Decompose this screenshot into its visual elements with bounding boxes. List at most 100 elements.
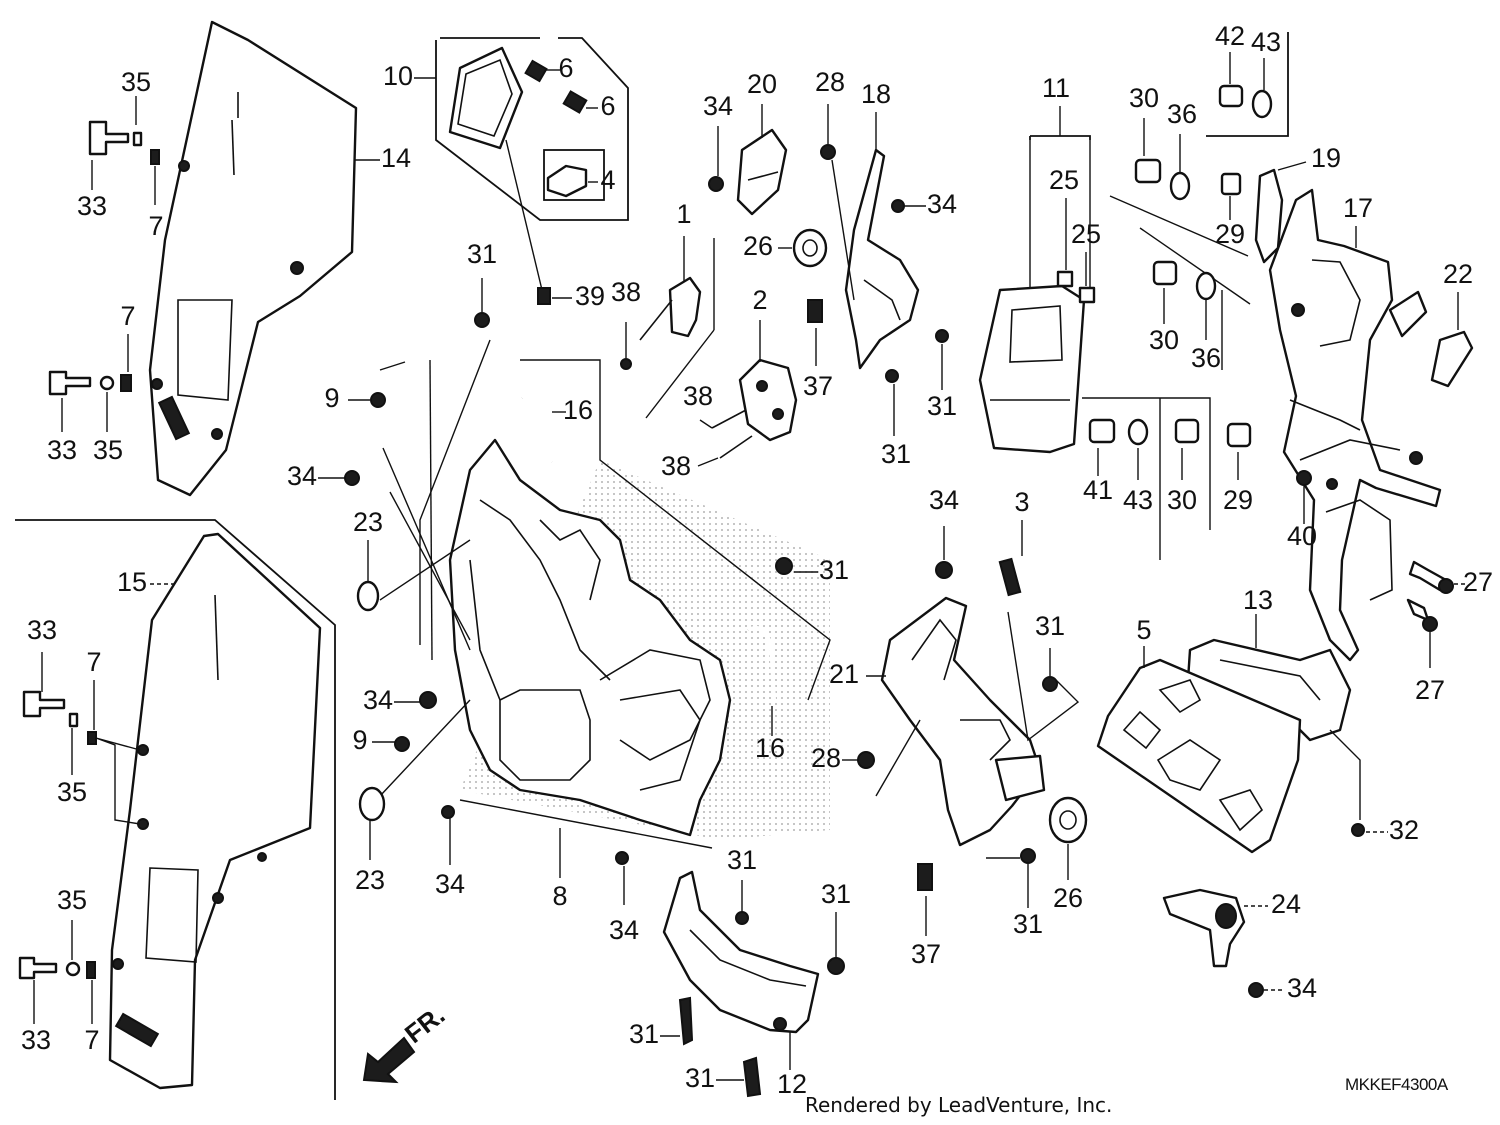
diagram-code: MKKEF4300A xyxy=(1345,1075,1448,1094)
callout-24: 24 xyxy=(1271,889,1301,919)
callout-31: 31 xyxy=(881,439,911,469)
collar-30-a xyxy=(1134,158,1191,201)
callout-31: 31 xyxy=(685,1063,715,1093)
callout-33: 33 xyxy=(21,1025,51,1055)
callout-labels: 35 14 33 7 7 33 35 15 33 7 35 35 33 7 10… xyxy=(21,21,1493,1099)
callout-34: 34 xyxy=(927,189,957,219)
bracket-21 xyxy=(880,596,1046,847)
cushion-25-b xyxy=(1078,286,1096,304)
callout-7: 7 xyxy=(148,211,163,241)
grommet-26-low xyxy=(1048,796,1088,844)
callout-35: 35 xyxy=(57,777,87,807)
callout-11: 11 xyxy=(1042,73,1070,103)
screw-34-right xyxy=(891,199,905,213)
callout-28: 28 xyxy=(811,743,841,773)
callout-43: 43 xyxy=(1251,27,1281,57)
callout-3: 3 xyxy=(1014,487,1029,517)
bracket-2 xyxy=(711,358,798,459)
grommet-26-top xyxy=(792,228,828,268)
callout-30: 30 xyxy=(1149,325,1179,355)
nut-34-top xyxy=(708,176,724,192)
callout-41: 41 xyxy=(1083,475,1113,505)
callout-33: 33 xyxy=(77,191,107,221)
cushion-25-a xyxy=(1056,270,1074,288)
callout-32: 32 xyxy=(1389,815,1419,845)
callout-15: 15 xyxy=(117,567,147,597)
callout-7: 7 xyxy=(86,647,101,677)
hose-16 xyxy=(520,390,776,701)
nut-34-mid xyxy=(935,561,953,579)
bracket-22 xyxy=(1430,330,1474,388)
callout-31: 31 xyxy=(1035,611,1065,641)
screw-32 xyxy=(1351,823,1365,837)
callout-25: 25 xyxy=(1049,165,1079,195)
callout-8: 8 xyxy=(552,881,567,911)
callout-23: 23 xyxy=(355,865,385,895)
screw-38-a xyxy=(620,358,632,370)
callout-38: 38 xyxy=(661,451,691,481)
callout-31: 31 xyxy=(629,1019,659,1049)
garnish-10 xyxy=(448,46,524,150)
callout-34: 34 xyxy=(287,461,317,491)
meter-visor-11 xyxy=(978,284,1086,454)
callout-36: 36 xyxy=(1191,343,1221,373)
callout-26: 26 xyxy=(743,231,773,261)
callout-25: 25 xyxy=(1071,219,1101,249)
callout-38: 38 xyxy=(611,277,641,307)
screen-fasteners-upper xyxy=(48,120,160,396)
callout-21: 21 xyxy=(829,659,859,689)
screw-39 xyxy=(537,287,551,305)
clips-near-8 xyxy=(344,312,793,865)
front-direction-arrow xyxy=(362,1036,416,1084)
callout-31: 31 xyxy=(927,391,957,421)
callout-17: 17 xyxy=(1343,193,1373,223)
screw-31-b xyxy=(885,369,899,383)
callout-2: 2 xyxy=(752,285,767,315)
callout-34: 34 xyxy=(609,915,639,945)
callout-30: 30 xyxy=(1129,83,1159,113)
callout-31: 31 xyxy=(467,239,497,269)
callout-7: 7 xyxy=(84,1025,99,1055)
bolt-27 xyxy=(1406,560,1454,632)
stay-frame-17 xyxy=(1268,188,1442,662)
callout-35: 35 xyxy=(93,435,123,465)
callout-34: 34 xyxy=(929,485,959,515)
callout-1: 1 xyxy=(676,199,691,229)
grommet-6 xyxy=(524,59,588,114)
nut-40 xyxy=(1296,470,1312,486)
callout-6: 6 xyxy=(558,53,573,83)
bracket-20 xyxy=(736,128,788,216)
nut-28-mid xyxy=(857,751,875,769)
pad-4 xyxy=(546,164,588,198)
callout-27: 27 xyxy=(1415,675,1445,705)
callout-31: 31 xyxy=(1013,909,1043,939)
callout-14: 14 xyxy=(381,143,411,173)
collars-row xyxy=(1088,418,1252,448)
screen-fasteners-lower xyxy=(18,690,97,980)
stay-18 xyxy=(844,148,920,370)
callout-31: 31 xyxy=(819,555,849,585)
callout-33: 33 xyxy=(27,615,57,645)
screw-34-low xyxy=(1248,982,1264,998)
windscreen-lower xyxy=(108,532,322,1090)
inner-cover-8 xyxy=(448,438,732,837)
screw-31-a xyxy=(935,329,949,343)
callout-40: 40 xyxy=(1287,521,1317,551)
callout-23: 23 xyxy=(353,507,383,537)
windscreen-upper xyxy=(148,20,358,497)
render-credit: Rendered by LeadVenture, Inc. xyxy=(805,1093,1113,1117)
pin-3 xyxy=(998,557,1022,597)
callout-35: 35 xyxy=(121,67,151,97)
screw-31-d xyxy=(678,996,694,1046)
callout-42: 42 xyxy=(1215,21,1245,51)
callout-10: 10 xyxy=(383,61,413,91)
callout-34: 34 xyxy=(363,685,393,715)
bracket-24 xyxy=(1162,888,1246,968)
callout-16: 16 xyxy=(755,733,785,763)
callout-16: 16 xyxy=(563,395,593,425)
clip-37-low xyxy=(917,863,933,891)
callout-43: 43 xyxy=(1123,485,1153,515)
callout-38: 38 xyxy=(683,381,713,411)
callout-30: 30 xyxy=(1167,485,1197,515)
